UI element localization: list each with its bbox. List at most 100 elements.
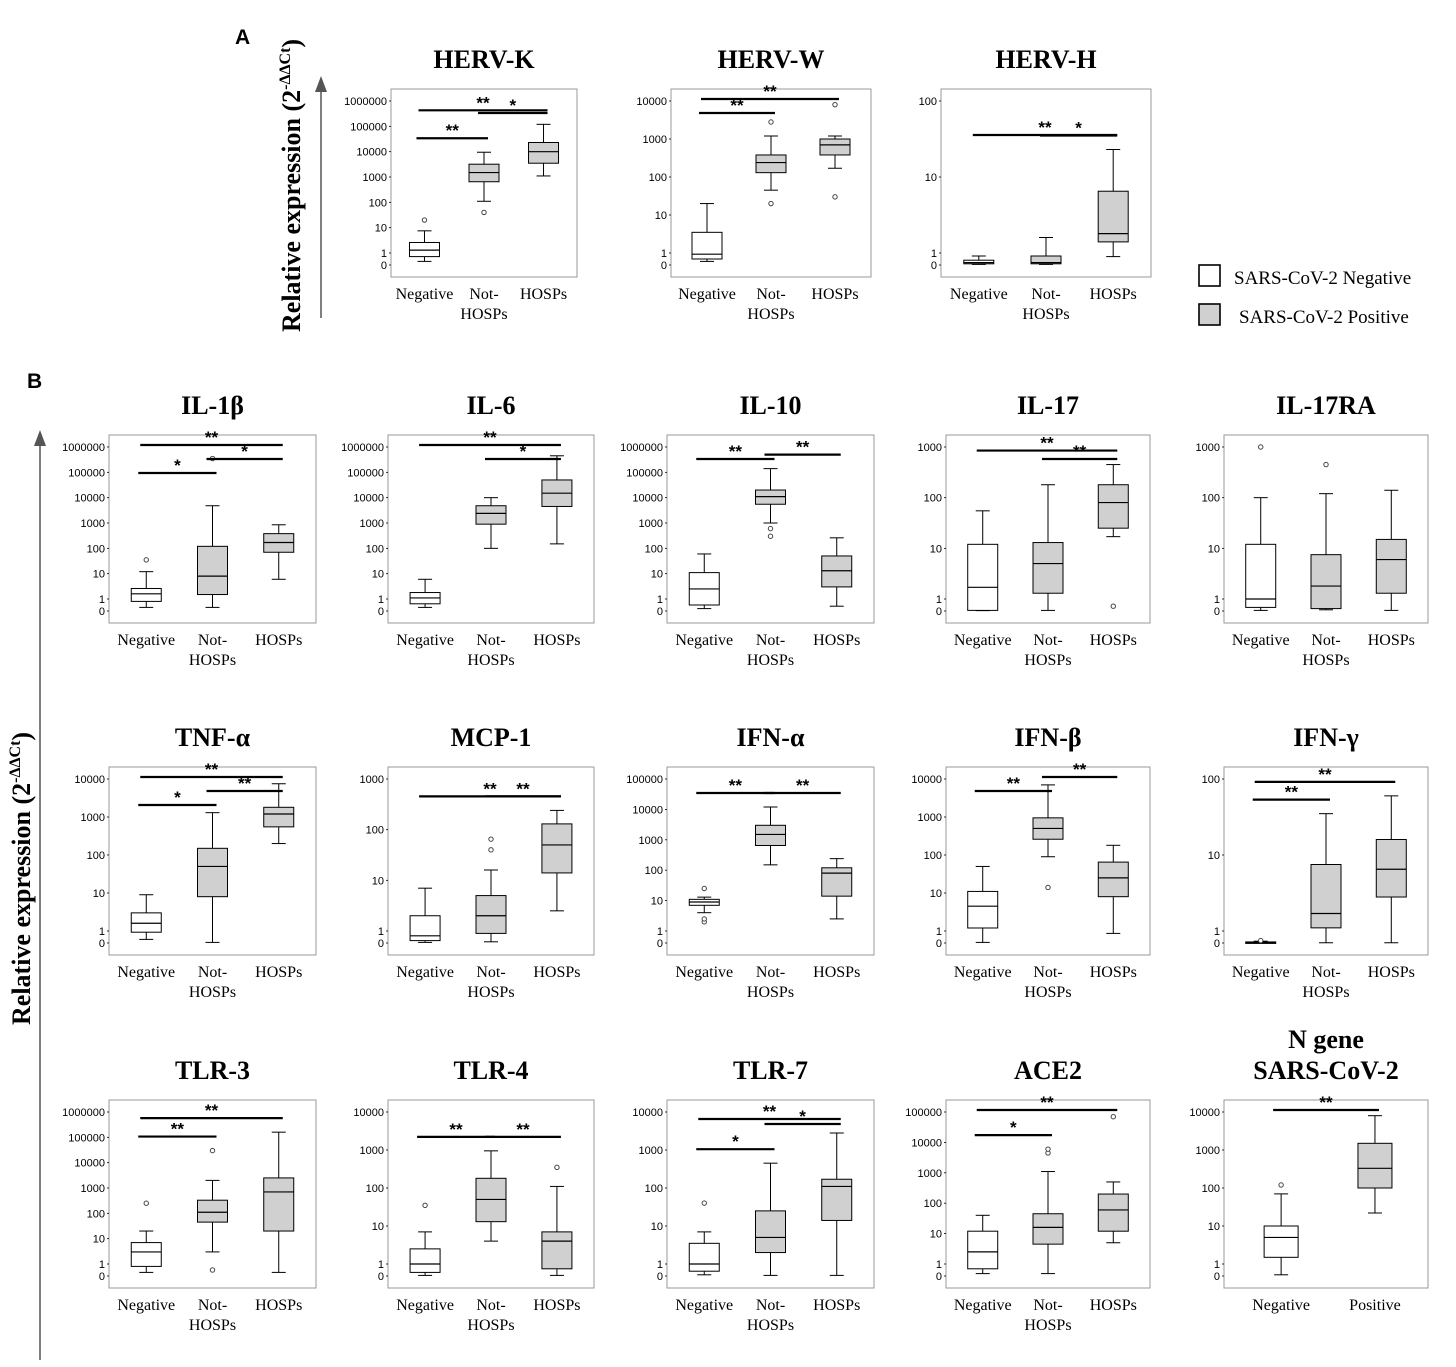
group-label: HOSPs — [1090, 1297, 1137, 1314]
y-tick-label: 0 — [378, 606, 384, 618]
y-tick-label: 1000000 — [620, 442, 663, 454]
box — [1310, 554, 1342, 610]
outlier-point — [1110, 1114, 1116, 1120]
box — [528, 142, 560, 164]
significance-label: ** — [476, 93, 490, 112]
significance-label: * — [174, 456, 181, 475]
y-tick-label: 1000 — [918, 442, 942, 454]
chart-title: TLR-7 — [733, 1056, 808, 1085]
y-tick-label: 1000 — [360, 1145, 384, 1157]
y-tick-label: 100000 — [905, 1107, 942, 1119]
box — [967, 1230, 999, 1270]
y-tick-label: 100 — [369, 197, 387, 209]
y-tick-label: 0 — [657, 938, 663, 950]
y-tick-label: 10000 — [911, 774, 942, 786]
chart-title: HERV-H — [995, 45, 1096, 74]
group-label: HOSPs — [1302, 652, 1349, 669]
chart-title: IL-10 — [739, 391, 801, 420]
plot-frame — [1223, 1099, 1429, 1289]
significance-label: ** — [1007, 774, 1021, 793]
box — [1097, 190, 1129, 243]
group-label: Negative — [117, 964, 175, 981]
y-tick-label: 1 — [936, 1259, 942, 1271]
y-tick-label: 10 — [651, 569, 663, 581]
panel-a-label: A — [235, 26, 250, 49]
y-tick-label: 10000 — [636, 96, 667, 108]
chart-title: N gene — [1288, 1025, 1364, 1054]
panel-b-label: B — [27, 370, 42, 393]
box — [755, 824, 786, 846]
box — [821, 1178, 853, 1221]
y-tick-label: 100 — [645, 543, 663, 555]
y-tick-label: 100 — [87, 543, 105, 555]
outlier-point — [767, 533, 774, 539]
group-label: Not- — [756, 1297, 785, 1314]
box — [821, 867, 853, 897]
y-tick-label: 100 — [1202, 493, 1220, 505]
y-tick-label: 10 — [930, 888, 942, 900]
outlier-point — [143, 1200, 149, 1206]
group-label: Negative — [117, 1297, 175, 1314]
chart-title: HERV-W — [718, 45, 825, 74]
group-label: Not- — [198, 964, 227, 981]
y-tick-label: 0 — [661, 260, 667, 272]
outlier-point — [1258, 444, 1264, 450]
y-tick-label: 1000 — [1196, 442, 1220, 454]
y-tick-label: 10 — [655, 210, 667, 222]
outlier-point — [488, 847, 494, 853]
group-label: HOSPs — [255, 1297, 302, 1314]
y-tick-label: 10 — [372, 875, 384, 887]
group-label: HOSPs — [467, 652, 514, 669]
group-label: HOSPs — [520, 286, 567, 303]
group-label: HOSPs — [533, 1297, 580, 1314]
outlier-point — [1323, 461, 1329, 468]
group-label: Positive — [1349, 1297, 1401, 1314]
y-tick-label: 1 — [381, 248, 387, 260]
group-label: HOSPs — [1022, 306, 1069, 323]
group-label: Not- — [1033, 1297, 1062, 1314]
group-label: Not- — [1033, 632, 1062, 649]
box — [409, 1248, 441, 1273]
box — [1097, 1193, 1129, 1232]
group-label: Negative — [1232, 632, 1290, 649]
y-tick-label: 100000 — [347, 467, 384, 479]
box — [541, 1231, 573, 1270]
significance-label: * — [174, 788, 181, 807]
box — [1097, 484, 1129, 529]
y-tick-label: 10000 — [632, 804, 663, 816]
y-tick-label: 10000 — [632, 493, 663, 505]
group-label: Not- — [198, 632, 227, 649]
y-tick-label: 1000 — [363, 172, 387, 184]
y-tick-label: 10000 — [74, 493, 105, 505]
chart-title: IFN-γ — [1293, 723, 1359, 752]
significance-label: ** — [171, 1120, 185, 1139]
y-tick-label: 1 — [657, 926, 663, 938]
y-tick-label: 0 — [99, 606, 105, 618]
box — [130, 1242, 162, 1267]
group-label: HOSPs — [1090, 964, 1137, 981]
box — [263, 1177, 295, 1232]
y-tick-label: 1 — [657, 1259, 663, 1271]
outlier-point — [488, 836, 494, 842]
significance-label: ** — [1040, 1093, 1054, 1112]
y-tick-label: 10 — [925, 172, 937, 184]
y-tick-label: 1000 — [639, 835, 663, 847]
box — [475, 895, 507, 934]
significance-label: ** — [446, 121, 460, 140]
significance-label: * — [1075, 119, 1082, 138]
box — [475, 505, 507, 525]
group-label: HOSPs — [747, 984, 794, 1001]
significance-label: * — [732, 1132, 739, 1151]
group-label: Not- — [476, 1297, 505, 1314]
significance-label: ** — [205, 1101, 219, 1120]
box — [688, 1242, 720, 1272]
group-label: Negative — [1252, 1297, 1310, 1314]
y-tick-label: 1000 — [81, 1183, 105, 1195]
y-tick-label: 1000 — [360, 518, 384, 530]
